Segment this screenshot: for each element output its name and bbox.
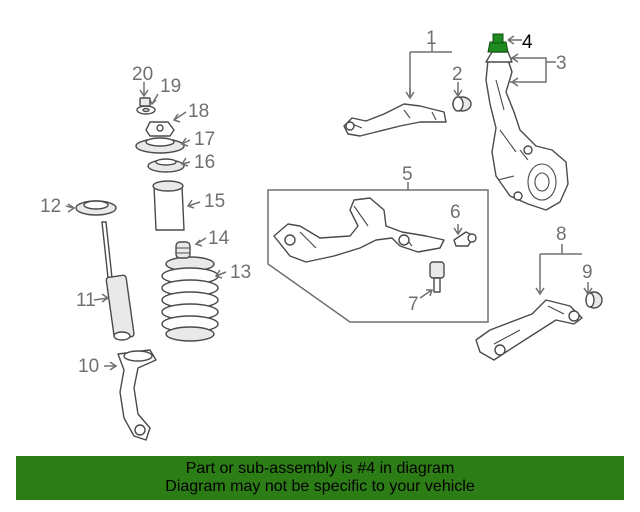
right-arm-bushing [585,291,603,309]
lower-control-arm [273,197,445,263]
callout-7: 7 [408,294,419,315]
upper-mount-part-12 [75,200,117,216]
coil-spring [161,256,219,342]
banner-line-2: Diagram may not be specific to your vehi… [165,478,475,495]
top-nut [139,97,151,107]
lower-arm-pivot-bolt [453,231,477,247]
callout-5: 5 [402,164,413,185]
spring-insulator [147,158,185,173]
parts-diagram: 1 2 4 3 5 6 7 [40,28,603,441]
callout-10: 10 [78,356,99,377]
callout-12: 12 [40,196,61,217]
shock-absorber [101,221,135,341]
upper-spring-seat [135,137,185,154]
callout-15: 15 [204,191,225,212]
upper-control-arm [343,103,447,137]
callout-17: 17 [194,129,215,150]
lower-ball-joint [429,261,445,293]
info-banner: Part or sub-assembly is #4 in diagram Di… [16,456,624,500]
upper-arm-bushing [452,96,472,112]
callout-8: 8 [556,224,567,245]
callout-1: 1 [426,28,437,49]
callout-18: 18 [188,101,209,122]
callout-11: 11 [76,290,96,311]
dust-boot [152,180,185,231]
callout-13: 13 [230,262,251,283]
bump-stop [175,241,191,259]
strut-mount [145,121,175,137]
steering-knuckle [485,51,569,211]
washer [136,105,156,115]
right-lower-arm [475,299,583,361]
callout-3: 3 [556,53,567,74]
highlighted-nut-part-4 [487,33,509,53]
callout-9: 9 [582,262,593,283]
callout-6: 6 [450,202,461,223]
callout-4: 4 [522,32,533,53]
callout-2: 2 [452,64,463,85]
banner-line-1: Part or sub-assembly is #4 in diagram [185,460,455,477]
stabilizer-link [117,349,157,441]
callout-19: 19 [160,76,181,97]
callout-20: 20 [132,64,153,85]
callout-16: 16 [194,152,215,173]
callout-14: 14 [208,228,230,249]
